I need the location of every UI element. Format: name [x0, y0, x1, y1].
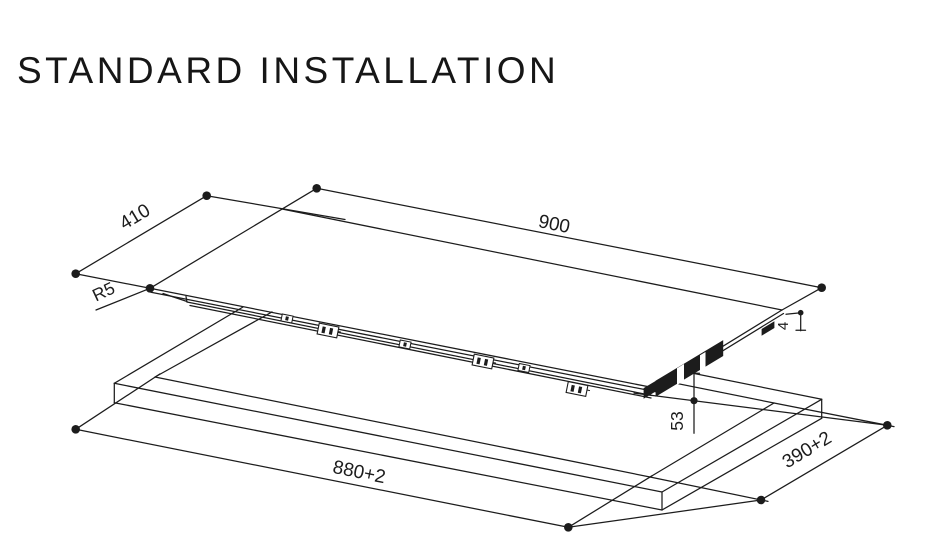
diagram-line: [661, 398, 823, 493]
bracket-body: [565, 380, 589, 398]
diagram-line: [773, 402, 895, 428]
dim-label-900: 900: [536, 211, 571, 238]
dimension-dot: [145, 284, 155, 293]
bracket-tab: [492, 361, 497, 364]
diagram-line: [206, 195, 346, 221]
dim-label-4: 4: [775, 322, 792, 330]
housing-slot-2: [700, 352, 706, 372]
diagram-line: [281, 208, 783, 311]
diagram-line: [149, 287, 656, 389]
diagram-line: [75, 428, 569, 528]
diagram-line: [185, 295, 188, 303]
fixing-tab: [517, 362, 531, 374]
diagram-line: [95, 287, 151, 311]
diagram-line: [162, 292, 188, 303]
diagram-line: [75, 195, 208, 275]
diagram-line: [149, 187, 318, 289]
page-title: STANDARD INSTALLATION: [17, 50, 560, 91]
diagram-line: [760, 424, 888, 501]
corner-tab: [761, 321, 775, 336]
tab-mark: [403, 342, 407, 347]
fixing-tab: [398, 339, 412, 350]
diagram-line: [75, 273, 151, 289]
diagram-line: [567, 499, 762, 528]
diagram-line: [316, 187, 823, 289]
diagram-line: [113, 306, 244, 384]
bracket-slot: [321, 326, 326, 334]
fixing-tab: [280, 313, 294, 324]
dimension-dot: [797, 309, 804, 316]
diagram-line: [113, 382, 663, 493]
mounting-bracket-clip: [565, 380, 591, 398]
diagram-line: [781, 287, 823, 311]
diagram-line: [113, 402, 663, 511]
mounting-bracket-clip: [316, 322, 342, 339]
bracket-slot: [577, 386, 583, 394]
bracket-body: [316, 322, 340, 339]
bracket-tab: [586, 389, 591, 392]
dimension-dot: [202, 191, 211, 200]
diagram-line: [665, 380, 775, 404]
dimension-dot: [71, 269, 80, 279]
diagram-line: [186, 301, 653, 397]
dimension-dot: [312, 184, 322, 193]
diagram-line: [633, 392, 888, 426]
dimension-dot: [756, 495, 766, 505]
diagram-line: [682, 370, 823, 400]
dim-label-410: 410: [116, 200, 154, 234]
bracket-slot: [570, 384, 575, 392]
dimension-dot: [883, 421, 892, 430]
diagram-line: [154, 376, 651, 478]
diagram-line: [567, 475, 653, 528]
diagram-line: [154, 311, 273, 378]
dimension-dots: [71, 184, 892, 532]
dim-label-53: 53: [667, 411, 687, 430]
bracket-tab: [337, 330, 342, 333]
dimension-dot: [71, 425, 80, 434]
dim-label-880: 880+2: [331, 457, 387, 488]
dimension-dot: [817, 283, 826, 293]
dimension-dot: [690, 397, 698, 405]
bracket-slot: [476, 357, 481, 365]
housing-box: [655, 340, 724, 397]
dimension-dot: [564, 523, 573, 532]
diagram-line: [649, 402, 775, 478]
bracket-slot: [328, 327, 334, 335]
dim-label-390: 390+2: [779, 428, 836, 473]
housing-left-piece: [643, 379, 659, 399]
diagram-line: [649, 476, 769, 503]
bracket-body: [471, 353, 495, 370]
bracket-slot: [483, 358, 489, 366]
tab-mark: [285, 316, 289, 321]
diagram-line: [661, 417, 823, 511]
dim-label-r5: R5: [89, 278, 118, 306]
diagram-line: [75, 373, 161, 430]
tab-mark: [522, 365, 526, 371]
housing-and-clips: [280, 313, 775, 399]
mounting-bracket-clip: [471, 353, 497, 370]
housing-slot-1: [677, 364, 684, 385]
